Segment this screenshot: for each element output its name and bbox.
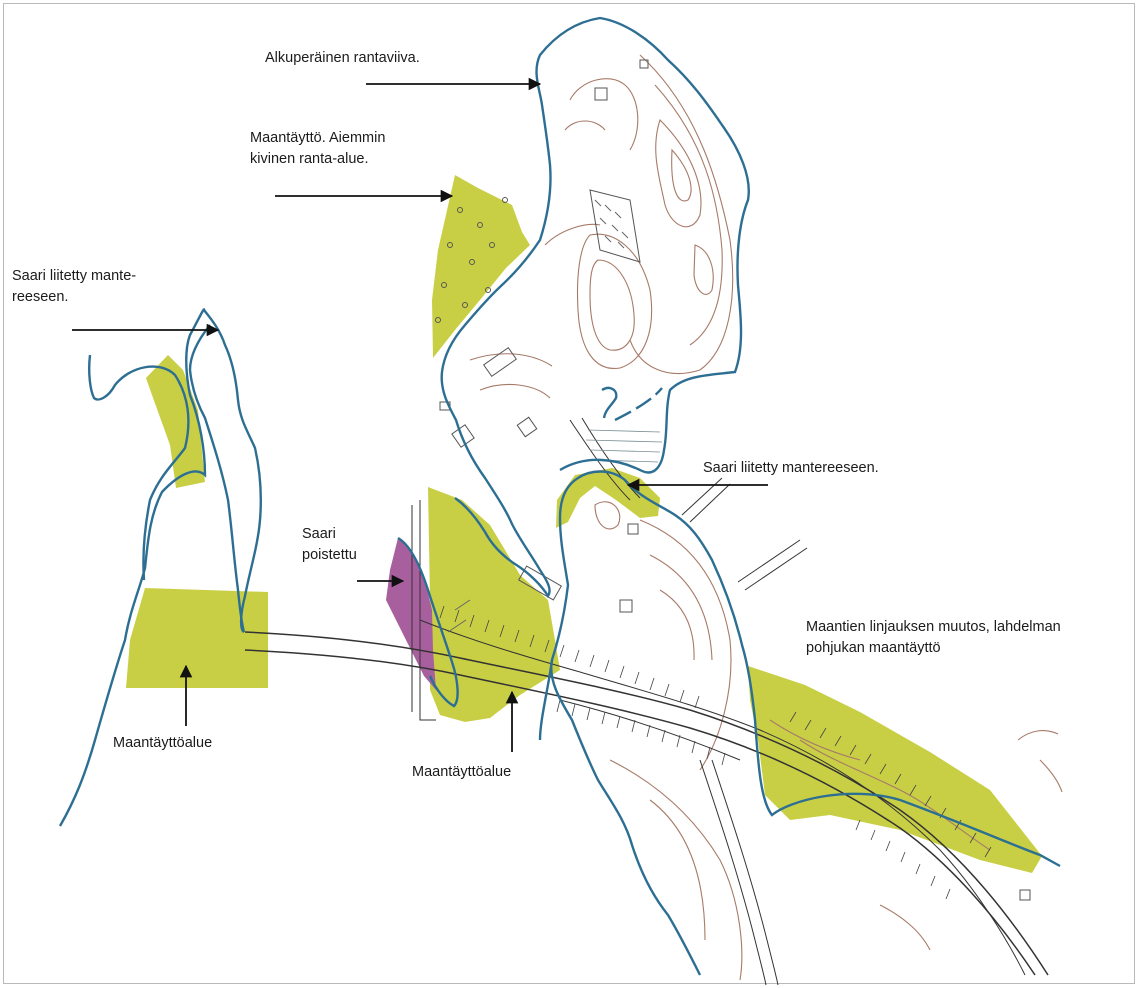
road-corridor: [244, 417, 1049, 986]
shorelines: [58, 16, 1061, 976]
fill-areas: [126, 175, 1042, 873]
removed-island: [386, 538, 436, 690]
label-fill-area-center: Maantäyttöalue: [412, 764, 512, 780]
contour-lines: [469, 54, 1063, 981]
fill-area-north: [432, 175, 530, 358]
label-island-joined-left: Saari liitetty mante- reeseen.: [12, 268, 137, 305]
shoreline-left-west: [88, 354, 190, 581]
shoreline-removed-island: [397, 536, 459, 708]
label-fill-north: Maantäyttö. Aiemmin kivinen ranta-alue.: [250, 130, 386, 167]
fill-area-center: [428, 487, 560, 722]
fill-area-left-strip: [146, 355, 205, 488]
shoreline-central: [440, 16, 750, 599]
shoreline-hook: [601, 386, 618, 419]
label-island-removed: Saari poistettu: [302, 526, 357, 563]
shoreline-main: [550, 470, 1061, 976]
shoreline-left-inner: [188, 324, 246, 633]
shoreline-center-lower: [538, 659, 554, 741]
embankment-hatching: [439, 605, 992, 900]
label-original-shoreline: Alkuperäinen rantaviiva.: [265, 50, 420, 66]
shoreline-left-island: [58, 308, 262, 827]
label-road-realignment: Maantien linjauksen muutos, lahdelman po…: [806, 619, 1061, 656]
label-fill-area-left: Maantäyttöalue: [113, 735, 213, 751]
shoreline-dashed-bay: [614, 387, 663, 422]
annotation-arrows: [72, 77, 768, 752]
label-island-joined-right: Saari liitetty mantereeseen.: [703, 460, 879, 476]
fill-area-left: [126, 588, 268, 688]
fill-area-east-road: [748, 666, 1042, 873]
